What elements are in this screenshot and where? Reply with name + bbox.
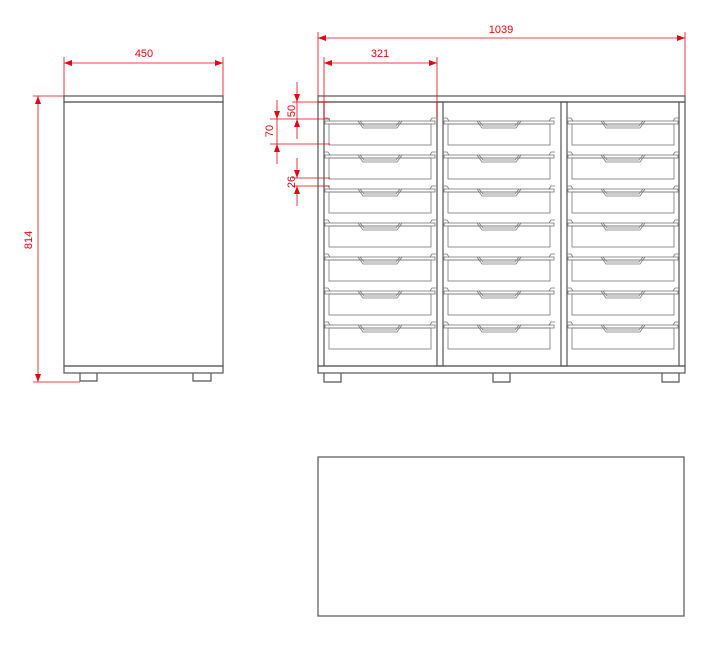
tray [324,117,436,146]
tray-handle-icon [357,188,403,197]
dimension-label: 1039 [489,24,513,36]
tray [324,185,436,214]
front-top-board [317,95,686,103]
front-foot [323,373,342,383]
tray-handle-icon [600,154,646,163]
tray-body [328,191,432,214]
dimension-label: 321 [371,48,389,60]
side-plinth [63,365,224,374]
tray-handle-icon [357,256,403,265]
tray-body [447,293,551,316]
tray-body [571,191,675,214]
tray-handle-icon [600,256,646,265]
tray-handle-icon [600,120,646,129]
dimension-label: 814 [23,231,35,249]
side-foot [79,373,98,382]
dimension-label: 26 [286,176,298,188]
tray-body [571,327,675,350]
tray [567,185,679,214]
dimension-label: 70 [264,125,276,137]
tray-handle-icon [600,324,646,333]
tray-handle-icon [476,222,522,231]
tray-body [447,191,551,214]
dimension-label: 450 [135,48,153,60]
dimension-321: 321 [323,48,438,118]
tray-handle-icon [600,188,646,197]
tray-body [328,259,432,282]
tray-handle-icon [357,222,403,231]
tray [324,219,436,248]
tray [324,253,436,282]
divider-panel [560,101,568,367]
tray [567,117,679,146]
tray-body [571,225,675,248]
tray [324,321,436,350]
tray [443,219,555,248]
front-carcass [317,101,686,367]
tray-handle-icon [600,290,646,299]
dimension-50: 50 [286,82,330,139]
tray-body [447,225,551,248]
tray [324,151,436,180]
tray [443,117,555,146]
tray-body [571,293,675,316]
side-top-board [63,95,224,103]
front-plinth [317,365,686,374]
tray-body [447,157,551,180]
tray-body [328,327,432,350]
tray-handle-icon [476,324,522,333]
tray [324,287,436,316]
tray-body [328,157,432,180]
tray [567,151,679,180]
side-view [63,95,224,382]
tray-body [447,123,551,146]
divider-panel [436,101,444,367]
tray-body [447,259,551,282]
tray-body [571,259,675,282]
tray-body [571,157,675,180]
side-panel [63,101,224,367]
tray [443,253,555,282]
dimension-450: 450 [63,48,224,96]
dimension-label: 50 [286,105,298,117]
tray-handle-icon [600,222,646,231]
dimension-70: 70 [264,100,330,164]
dimension-814: 814 [23,95,80,383]
tray-handle-icon [476,256,522,265]
tray [567,321,679,350]
front-view [317,95,686,383]
top-view [317,456,685,617]
tray-body [328,225,432,248]
tray [443,321,555,350]
tray-handle-icon [476,188,522,197]
tray-body [571,123,675,146]
tray-handle-icon [476,154,522,163]
front-foot [492,373,511,383]
tray [443,287,555,316]
tray-handle-icon [476,120,522,129]
tray-handle-icon [357,290,403,299]
side-foot [192,373,212,382]
tray-body [328,293,432,316]
dimension-1039: 1039 [317,24,686,96]
tray-handle-icon [357,324,403,333]
tray-handle-icon [357,154,403,163]
tray-handle-icon [476,290,522,299]
tray [443,151,555,180]
tray [567,219,679,248]
tray [567,287,679,316]
tray-body [447,327,551,350]
dimension-26: 26 [286,158,330,206]
tray [567,253,679,282]
tray-body [328,123,432,146]
front-foot [661,373,680,383]
tray-handle-icon [357,120,403,129]
tray [443,185,555,214]
